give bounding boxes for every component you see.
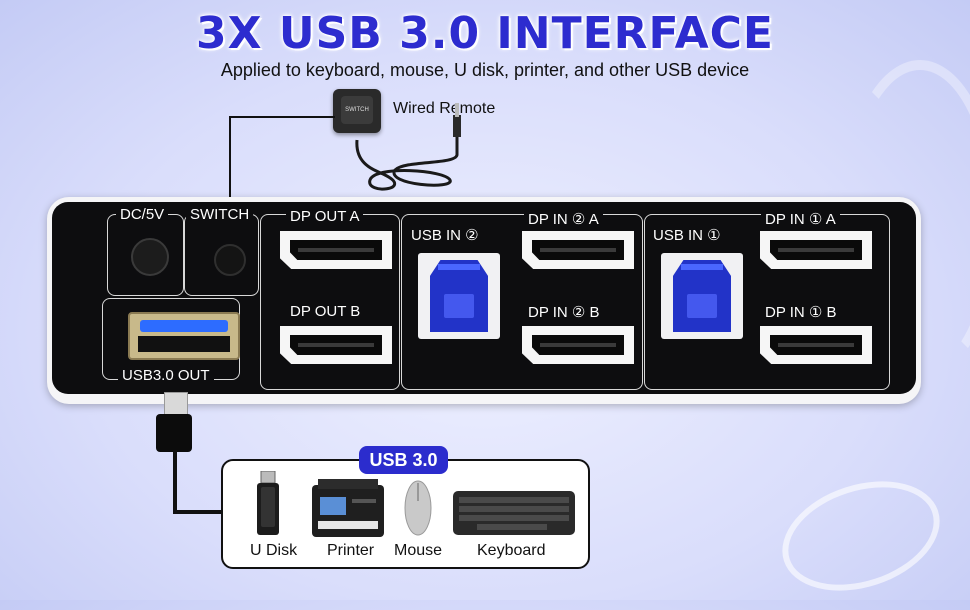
usb-b-in-1-port[interactable]	[661, 253, 743, 339]
usb-devices-panel: U Disk Printer Mouse Keyboard	[221, 459, 590, 569]
decorative-arc	[840, 60, 970, 380]
wired-remote-label: Wired Remote	[393, 100, 496, 117]
page-subtitle: Applied to keyboard, mouse, U disk, prin…	[220, 60, 750, 80]
u-disk-icon	[257, 471, 279, 535]
decorative-ring	[768, 462, 954, 610]
dc-power-jack[interactable]	[131, 238, 169, 276]
usb-a-output-port[interactable]	[128, 312, 240, 360]
dp-out-a-label: DP OUT A	[286, 208, 364, 225]
dc-port-label: DC/5V	[116, 206, 169, 223]
switch-port[interactable]	[214, 244, 246, 276]
usb-in-2-label: USB IN ②	[407, 226, 483, 244]
dp-in-2a-label: DP IN ② A	[524, 210, 603, 228]
dp-in-2a-port[interactable]	[522, 231, 634, 269]
usb-b-in-2-port[interactable]	[418, 253, 500, 339]
dp-out-a-port[interactable]	[280, 231, 392, 269]
device-label-mouse: Mouse	[394, 542, 443, 559]
dp-in-1b-label: DP IN ① B	[761, 303, 841, 321]
page-title: 3X USB 3.0 INTERFACE	[196, 8, 774, 59]
switch-port-label: SWITCH	[186, 206, 254, 223]
dp-in-1a-port[interactable]	[760, 231, 872, 269]
dp-in-1a-label: DP IN ① A	[761, 210, 840, 228]
printer-icon	[312, 479, 384, 537]
usb-out-label: USB3.0 OUT	[118, 367, 214, 384]
usb-cable	[173, 450, 222, 514]
device-label-printer: Printer	[327, 542, 375, 559]
remote-cable	[229, 103, 461, 220]
wired-remote[interactable]: SWITCH	[333, 89, 381, 133]
remote-switch-button[interactable]: SWITCH	[341, 96, 373, 124]
dp-out-b-label: DP OUT B	[286, 303, 365, 320]
dp-in-2b-label: DP IN ② B	[524, 303, 604, 321]
dp-in-2b-port[interactable]	[522, 326, 634, 364]
usb3-badge: USB 3.0	[359, 446, 448, 474]
usb-in-1-label: USB IN ①	[649, 226, 725, 244]
keyboard-icon	[453, 491, 575, 535]
usb-plug	[156, 414, 192, 452]
device-label-keyboard: Keyboard	[477, 542, 546, 559]
mouse-icon	[404, 480, 432, 536]
device-label-udisk: U Disk	[250, 542, 298, 559]
input-2-frame	[401, 214, 643, 390]
dp-in-1b-port[interactable]	[760, 326, 872, 364]
dp-out-b-port[interactable]	[280, 326, 392, 364]
